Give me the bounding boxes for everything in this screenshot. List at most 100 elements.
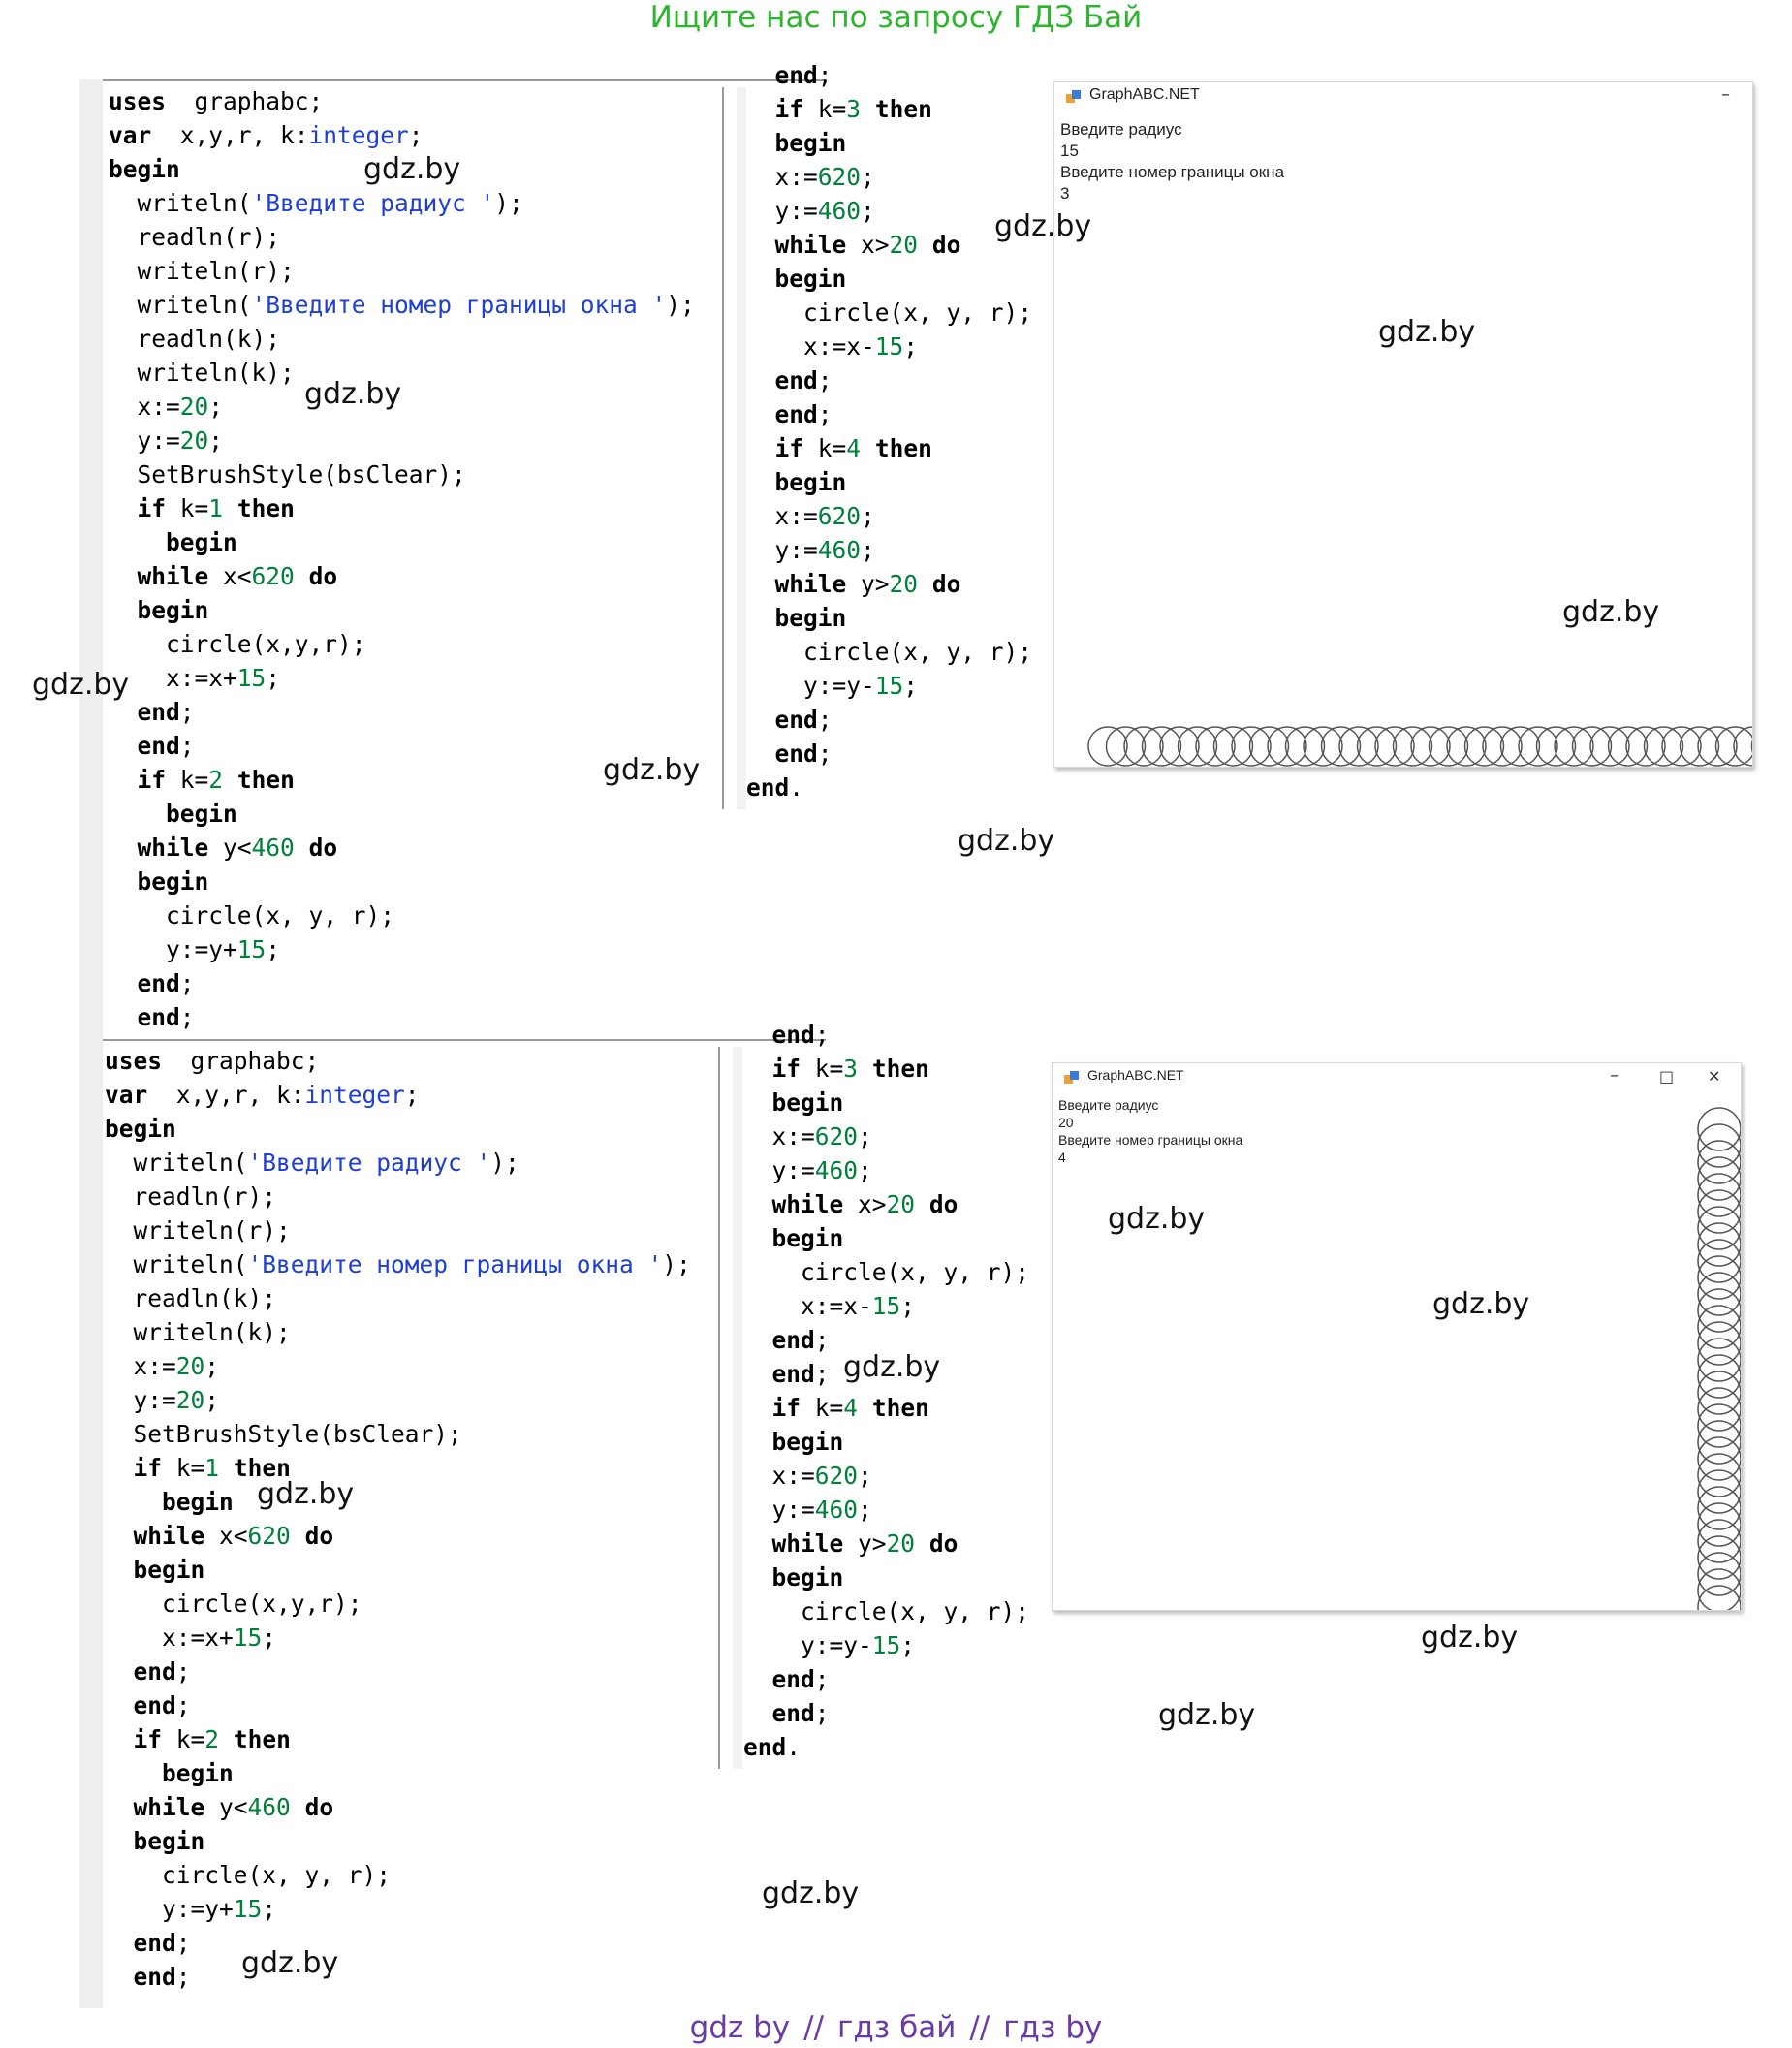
circle-mark [1697, 1189, 1741, 1234]
code-token: while [133, 1793, 205, 1821]
code-token: k= [162, 1454, 205, 1482]
code-line: if k=4 then [743, 1391, 1029, 1425]
title-bar[interactable]: GraphABC.NET – [1054, 82, 1752, 111]
code-token: begin [771, 1563, 844, 1591]
footer-link[interactable]: гдз бай [837, 2010, 957, 2045]
code-line: uses graphabc; [109, 84, 695, 118]
code-token [746, 706, 775, 734]
editor-gutter [79, 1039, 103, 2008]
code-token: begin [774, 129, 847, 157]
code-token: ; [404, 1081, 420, 1109]
code-token [109, 834, 138, 862]
circle-mark [1625, 726, 1666, 767]
code-token: ; [817, 61, 833, 89]
code-token: end [137, 732, 180, 760]
code-token: then [874, 434, 932, 462]
code-line: readln(k); [105, 1281, 691, 1315]
code-token: begin [771, 1088, 844, 1117]
graph-window-2[interactable]: GraphABC.NET – □ ✕ Введите радиус 20 Вве… [1052, 1062, 1742, 1611]
code-token: ; [900, 1292, 916, 1320]
graph-window-1[interactable]: GraphABC.NET – Введите радиус 15 Введите… [1053, 81, 1753, 768]
code-line: begin [105, 1824, 691, 1858]
code-token [105, 1725, 134, 1753]
code-token: begin [133, 1827, 205, 1855]
code-token: circle(x, y, r); [746, 638, 1033, 666]
code-token [109, 698, 138, 726]
code-line: if k=2 then [109, 763, 695, 797]
code-token: end [771, 1360, 815, 1388]
watermark: gdz.by [603, 753, 701, 787]
code-line: end. [743, 1730, 1029, 1764]
console-line: Введите радиус [1060, 120, 1182, 139]
code-line: begin [746, 465, 1032, 499]
circle-mark [1141, 726, 1182, 767]
code-line: begin [109, 525, 695, 559]
code-token [105, 1793, 134, 1821]
code-left-2: uses graphabc;var x,y,r, k:integer;begin… [105, 1044, 691, 1994]
code-line: y:=20; [109, 424, 695, 457]
code-token: end [774, 400, 818, 428]
code-token: circle(x, y, r); [743, 1597, 1030, 1625]
code-token: 20 [886, 1529, 916, 1558]
watermark: gdz.by [257, 1477, 355, 1511]
footer-link[interactable]: gdz by [689, 2010, 791, 2045]
code-token: ; [179, 1003, 195, 1031]
code-token: end [743, 1733, 787, 1761]
code-token: end [774, 740, 818, 768]
close-button[interactable]: ✕ [1708, 1067, 1721, 1086]
watermark: gdz.by [1432, 1287, 1530, 1321]
code-token [746, 231, 775, 259]
code-panel-2: uses graphabc;var x,y,r, k:integer;begin… [79, 1039, 826, 2008]
circle-mark [1714, 726, 1752, 767]
code-line: begin [743, 1425, 1029, 1459]
code-token: end [137, 969, 180, 997]
code-token: 15 [233, 1895, 263, 1923]
code-line: circle(x, y, r); [743, 1255, 1029, 1289]
code-token: y:=y- [743, 1631, 872, 1659]
top-rule [79, 79, 826, 81]
minimize-button[interactable]: – [1610, 1065, 1619, 1086]
app-icon [1064, 1071, 1079, 1084]
code-token [918, 231, 932, 259]
code-line: end; [743, 1018, 1029, 1052]
circle-mark [1697, 1239, 1741, 1283]
code-line: begin [743, 1221, 1029, 1255]
maximize-button[interactable]: □ [1659, 1067, 1675, 1086]
code-token: ; [817, 366, 833, 394]
circle-mark [1697, 1272, 1741, 1316]
code-token: readln(k); [109, 325, 281, 353]
code-token: begin [137, 596, 209, 624]
code-token [743, 1563, 772, 1591]
circle-mark [1697, 1436, 1741, 1481]
code-line: writeln('Введите номер границы окна '); [109, 288, 695, 322]
code-token: y:= [743, 1156, 815, 1184]
minimize-button[interactable]: – [1721, 84, 1730, 105]
code-token: k= [803, 95, 847, 123]
code-token [746, 95, 775, 123]
footer-link[interactable]: гдз by [1003, 2010, 1103, 2045]
code-token [219, 1725, 234, 1753]
code-token [219, 1454, 234, 1482]
code-token: writeln(k); [109, 359, 295, 387]
code-line: end; [105, 1926, 691, 1960]
code-token: ; [208, 393, 224, 421]
code-token: 620 [817, 163, 862, 191]
code-token: begin [166, 528, 237, 556]
code-token: 'Введите радиус ' [251, 189, 495, 217]
code-line: if k=1 then [109, 491, 695, 525]
code-token: ; [179, 698, 195, 726]
circle-mark [1248, 726, 1290, 767]
footer-banner: gdz by//гдз бай//гдз by [0, 2010, 1792, 2045]
code-token: x:= [743, 1462, 815, 1490]
code-token: y:=y+ [109, 935, 237, 963]
code-token: ; [208, 426, 224, 455]
code-line: end; [746, 703, 1032, 737]
code-token: y:= [746, 536, 818, 564]
circle-mark [1231, 726, 1272, 767]
title-bar[interactable]: GraphABC.NET – □ ✕ [1053, 1063, 1741, 1092]
code-token: ; [903, 672, 919, 700]
code-line: begin [743, 1086, 1029, 1119]
code-token: then [236, 766, 295, 794]
code-token: if [774, 95, 804, 123]
code-token: end [771, 1665, 815, 1693]
